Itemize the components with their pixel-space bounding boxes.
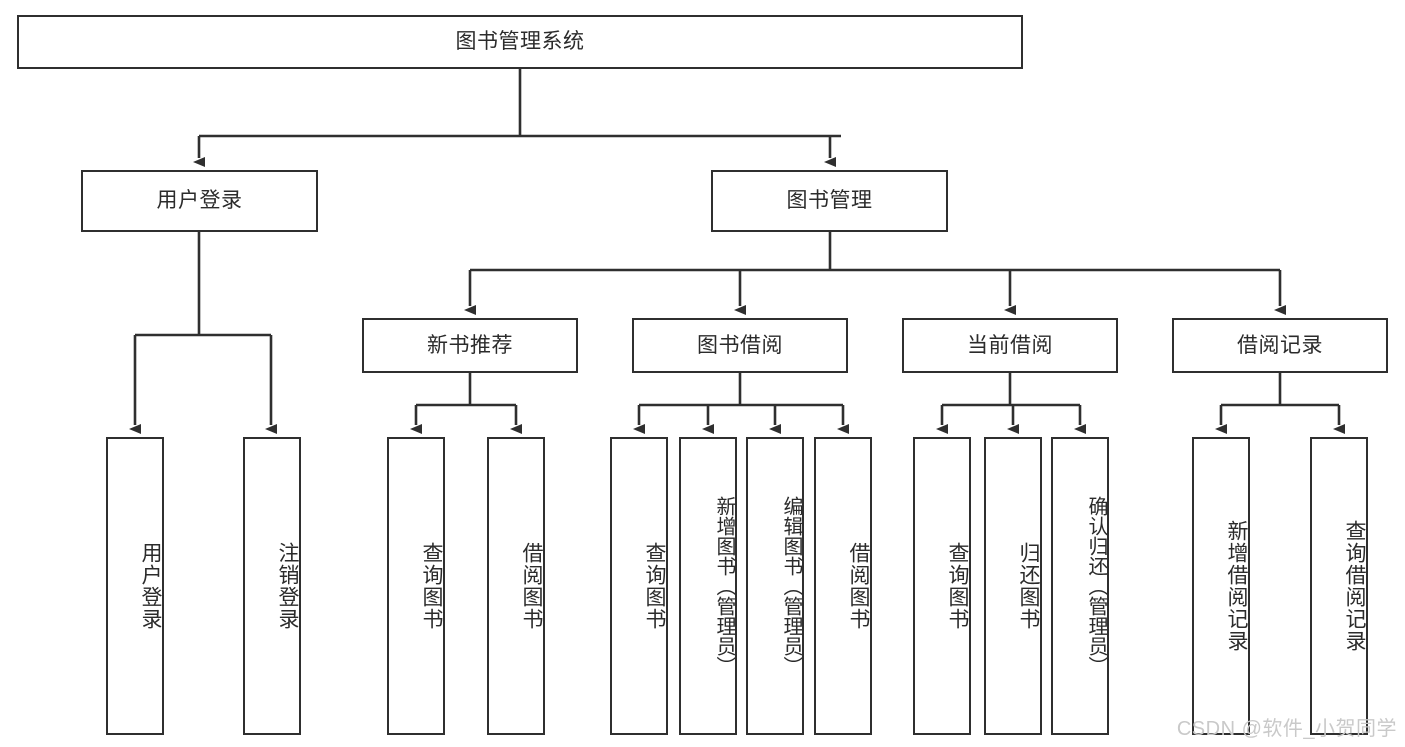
node-label: 用户登录 xyxy=(139,542,162,630)
leaf-add-book[interactable]: 新增图书（管理员） xyxy=(679,437,737,735)
node-borrow-records[interactable]: 借阅记录 xyxy=(1172,318,1388,373)
leaf-add-borrow-record[interactable]: 新增借阅记录 xyxy=(1192,437,1250,735)
node-label: 图书管理系统 xyxy=(455,30,585,54)
node-label: 新增图书（管理员） xyxy=(713,496,735,676)
node-label: 编辑图书（管理员） xyxy=(780,496,802,676)
leaf-edit-book[interactable]: 编辑图书（管理员） xyxy=(746,437,804,735)
node-label: 借阅图书 xyxy=(847,542,870,630)
leaf-query-book-3[interactable]: 查询图书 xyxy=(913,437,971,735)
node-label: 查询借阅记录 xyxy=(1343,520,1366,652)
node-label: 注销登录 xyxy=(276,542,299,630)
node-label: 图书管理 xyxy=(786,189,873,213)
leaf-confirm-return[interactable]: 确认归还（管理员） xyxy=(1051,437,1109,735)
leaf-user-login[interactable]: 用户登录 xyxy=(106,437,164,735)
node-label: 确认归还（管理员） xyxy=(1085,496,1107,676)
node-label: 新增借阅记录 xyxy=(1225,520,1248,652)
leaf-return-book[interactable]: 归还图书 xyxy=(984,437,1042,735)
leaf-borrow-book-2[interactable]: 借阅图书 xyxy=(814,437,872,735)
node-label: 查询图书 xyxy=(420,542,443,630)
node-label: 新书推荐 xyxy=(427,333,513,357)
node-label: 归还图书 xyxy=(1017,542,1040,630)
node-book-management[interactable]: 图书管理 xyxy=(711,170,948,232)
node-new-book-recommend[interactable]: 新书推荐 xyxy=(362,318,578,373)
leaf-borrow-book-1[interactable]: 借阅图书 xyxy=(487,437,545,735)
node-label: 查询图书 xyxy=(643,542,666,630)
leaf-logout-login[interactable]: 注销登录 xyxy=(243,437,301,735)
node-current-borrow[interactable]: 当前借阅 xyxy=(902,318,1118,373)
node-label: 借阅记录 xyxy=(1237,333,1323,357)
node-label: 查询图书 xyxy=(946,542,969,630)
leaf-query-book-1[interactable]: 查询图书 xyxy=(387,437,445,735)
leaf-query-book-2[interactable]: 查询图书 xyxy=(610,437,668,735)
leaf-query-borrow-record[interactable]: 查询借阅记录 xyxy=(1310,437,1368,735)
node-root[interactable]: 图书管理系统 xyxy=(17,15,1023,69)
node-label: 借阅图书 xyxy=(520,542,543,630)
watermark-text: CSDN @软件_小贺同学 xyxy=(1176,718,1397,740)
node-label: 当前借阅 xyxy=(967,333,1053,357)
node-label: 图书借阅 xyxy=(697,333,783,357)
node-book-borrow[interactable]: 图书借阅 xyxy=(632,318,848,373)
node-user-login[interactable]: 用户登录 xyxy=(81,170,318,232)
node-label: 用户登录 xyxy=(156,189,243,213)
